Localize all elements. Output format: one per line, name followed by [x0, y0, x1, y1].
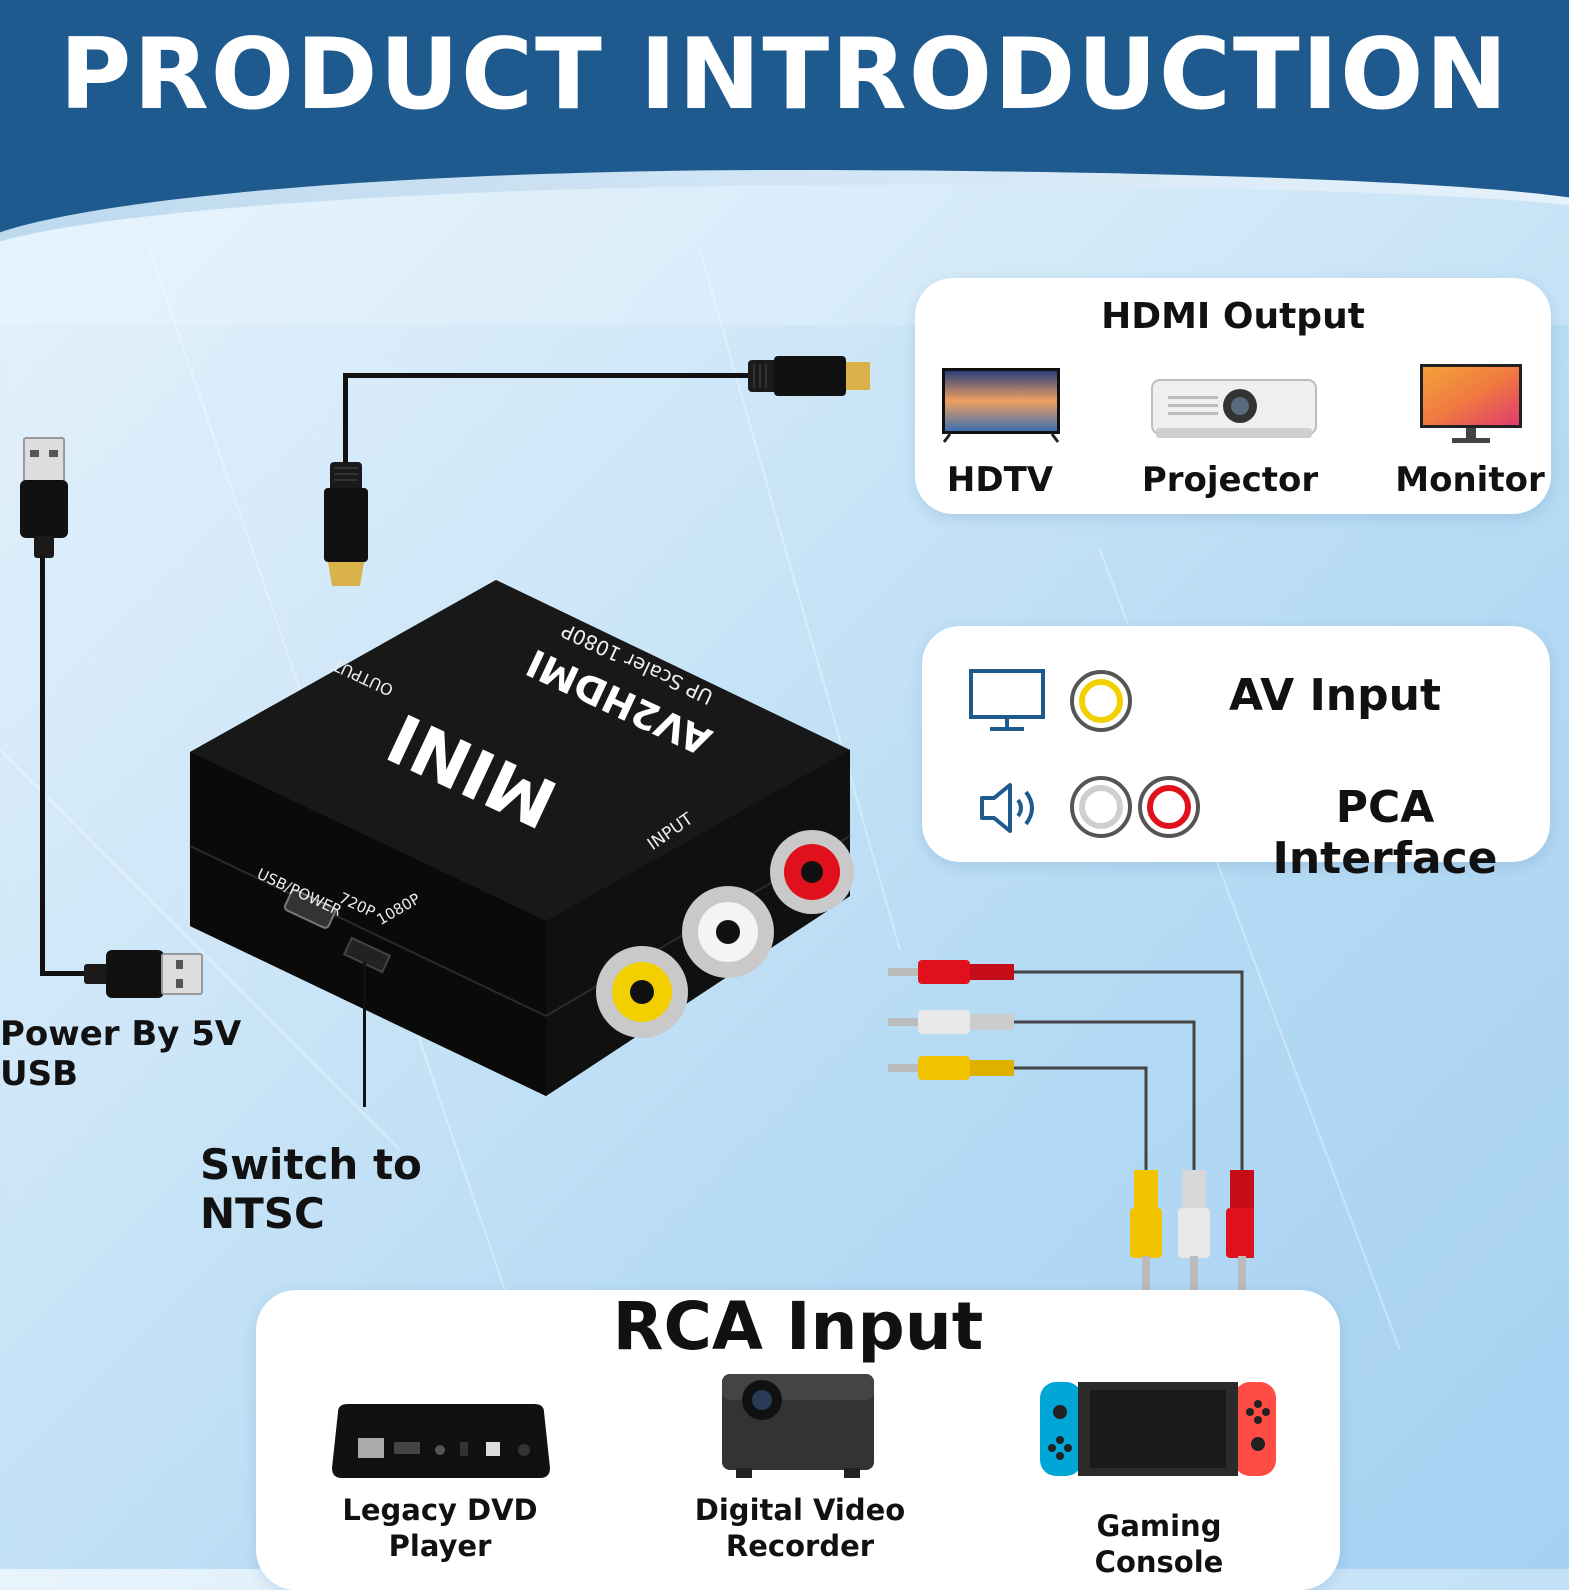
dvd-player-icon	[332, 1404, 550, 1478]
speaker-icon	[980, 783, 1034, 833]
projector-icon	[1151, 379, 1317, 438]
rca-device-dvr-line1: Digital Video	[694, 1493, 906, 1527]
audio-white-port-icon	[1070, 776, 1132, 838]
page-title: PRODUCT INTRODUCTION	[59, 18, 1510, 132]
hdmi-device-monitor: Monitor	[1395, 460, 1545, 500]
rca-device-dvd: Legacy DVD Player	[330, 1492, 550, 1564]
hdtv-icon	[942, 368, 1060, 443]
hdmi-device-hdtv: HDTV	[946, 460, 1054, 500]
av-input-label: AV Input	[1229, 670, 1441, 721]
gaming-console-icon	[1040, 1382, 1276, 1476]
rca-device-console: Gaming Console	[1030, 1508, 1288, 1580]
hdmi-output-title: HDMI Output	[1101, 296, 1365, 337]
rca-cable	[888, 960, 1254, 1292]
rca-device-dvr-line2: Recorder	[725, 1529, 875, 1563]
video-recorder-icon	[722, 1374, 874, 1478]
usb-plug-top-icon	[20, 437, 68, 558]
monitor-icon	[1420, 364, 1522, 443]
display-icon	[969, 669, 1045, 731]
audio-red-port-icon	[1138, 776, 1200, 838]
switch-callout: Switch to NTSC	[200, 1140, 422, 1238]
rca-device-console-line1: Gaming Console	[1094, 1509, 1224, 1579]
usb-cable-horizontal	[40, 971, 110, 976]
video-yellow-port-icon	[1070, 670, 1132, 732]
hdmi-plug-top-icon	[748, 356, 870, 396]
rca-device-dvd-line2: Player	[388, 1529, 492, 1563]
hdmi-device-projector: Projector	[1141, 460, 1319, 500]
rca-device-dvd-line1: Legacy DVD	[342, 1493, 538, 1527]
power-callout: Power By 5V USB	[0, 1014, 242, 1094]
audio-interface-label: PCA Interface	[1272, 782, 1498, 884]
hdmi-cable-horizontal	[343, 373, 753, 378]
usb-plug-bottom-icon	[84, 950, 203, 998]
rca-device-dvr: Digital Video Recorder	[690, 1492, 910, 1564]
hdmi-cable-vertical	[343, 373, 348, 468]
rca-input-title: RCA Input	[612, 1288, 984, 1365]
switch-callout-line	[363, 962, 366, 1107]
hdmi-plug-device-icon	[324, 462, 368, 586]
usb-cable-vertical	[40, 555, 45, 975]
rca-jacks	[596, 830, 854, 1038]
